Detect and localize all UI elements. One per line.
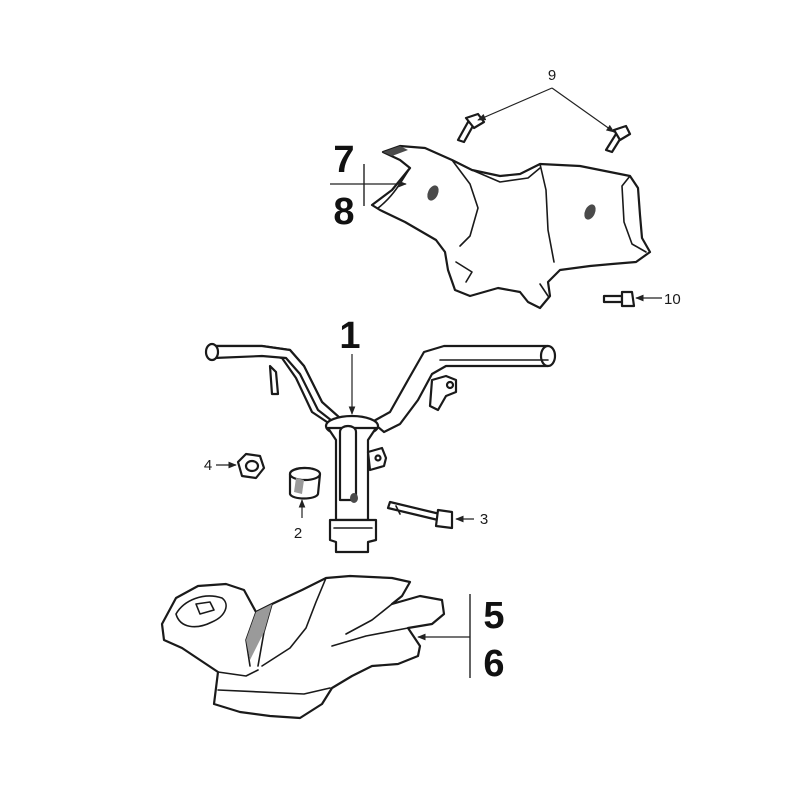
- screw-9-left: [456, 112, 486, 144]
- callout-3: 3: [480, 511, 488, 528]
- bushing-2: [288, 466, 322, 500]
- callout-6: 6: [483, 643, 504, 685]
- callout-9: 9: [548, 67, 556, 84]
- bolt-3: [386, 500, 454, 530]
- leader-7-8: [330, 164, 407, 206]
- leader-5-6: [417, 594, 471, 678]
- callout-1: 1: [339, 315, 360, 357]
- callout-4: 4: [204, 457, 212, 474]
- callout-7: 7: [333, 139, 354, 181]
- callout-10: 10: [664, 291, 681, 308]
- callout-5: 5: [483, 595, 504, 637]
- nut-4: [236, 452, 266, 480]
- callout-8: 8: [333, 191, 354, 233]
- leader-9: [477, 87, 615, 133]
- upper-handlebar-cover: [370, 144, 652, 310]
- screw-10: [602, 290, 636, 308]
- callout-2: 2: [294, 525, 302, 542]
- screw-9-right: [604, 124, 632, 154]
- handlebar: [204, 342, 557, 554]
- lower-handlebar-cover: [160, 574, 446, 720]
